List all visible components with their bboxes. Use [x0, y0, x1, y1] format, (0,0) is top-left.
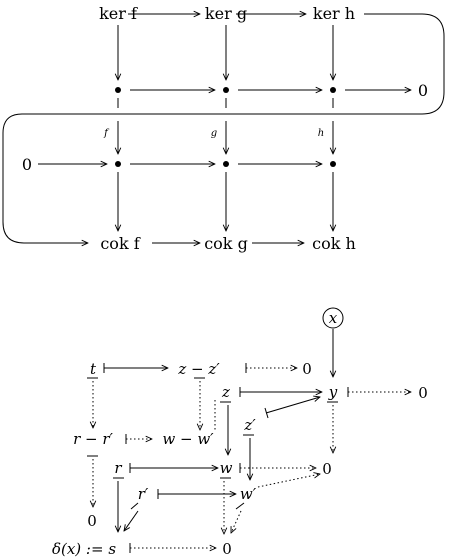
label-x: x	[329, 309, 338, 327]
label-zp: z′	[243, 416, 256, 434]
label-zero-left: 0	[87, 512, 97, 530]
label-r-minus-rp: r − r′	[73, 430, 113, 448]
label-zero-right: 0	[418, 384, 428, 402]
arrow-rp-to-s	[124, 510, 139, 531]
label-map-f: f	[103, 128, 110, 139]
label-t: t	[90, 360, 97, 378]
diagram-chase	[87, 307, 411, 553]
label-wp: w′	[240, 485, 257, 503]
label-row1-zero: 0	[418, 81, 428, 100]
label-map-h: h	[318, 128, 324, 139]
label-z: z	[221, 383, 230, 401]
label-row2-zero: 0	[22, 155, 32, 174]
label-cok-h: cok h	[312, 234, 356, 253]
snake-connecting-arrow	[2, 13, 445, 243]
label-w: w	[220, 459, 233, 477]
label-w-minus-wp: w − w′	[162, 430, 214, 448]
chase-labels: x t z − z′ 0 z y 0 z′ r − r′ w − w′ r w …	[52, 309, 428, 558]
dot-r2-c3	[330, 161, 336, 167]
dotted-wp-down	[231, 510, 242, 533]
label-rp: r′	[138, 485, 149, 503]
snake-dots	[115, 87, 336, 167]
label-delta: δ(x) := s	[52, 540, 116, 558]
label-zero-mid: 0	[322, 460, 332, 478]
snake-labels: ker f ker g ker h 0 0 f g h cok f cok g …	[22, 4, 428, 253]
label-z-minus-zp: z − z′	[177, 360, 220, 378]
label-ker-g: ker g	[205, 4, 247, 23]
label-cok-f: cok f	[100, 234, 140, 253]
mapsto-zp-to-y	[265, 397, 320, 414]
label-ker-f: ker f	[99, 4, 138, 23]
dot-r1-c1	[115, 87, 121, 93]
tick-rp-under	[130, 502, 139, 510]
dot-r1-c2	[223, 87, 229, 93]
label-zero-bottom: 0	[222, 540, 232, 558]
label-y: y	[328, 383, 338, 401]
snake-lemma-diagram	[2, 13, 445, 243]
label-ker-h: ker h	[313, 4, 355, 23]
label-map-g: g	[211, 128, 217, 139]
dot-r2-c2	[223, 161, 229, 167]
dotted-wp-to-zero	[257, 474, 320, 488]
label-r: r	[114, 459, 122, 477]
dot-r1-c3	[330, 87, 336, 93]
label-zero-top: 0	[302, 360, 312, 378]
label-cok-g: cok g	[204, 234, 248, 253]
tick-wp-under	[235, 502, 245, 510]
x-circle	[322, 307, 344, 329]
dot-r2-c1	[115, 161, 121, 167]
